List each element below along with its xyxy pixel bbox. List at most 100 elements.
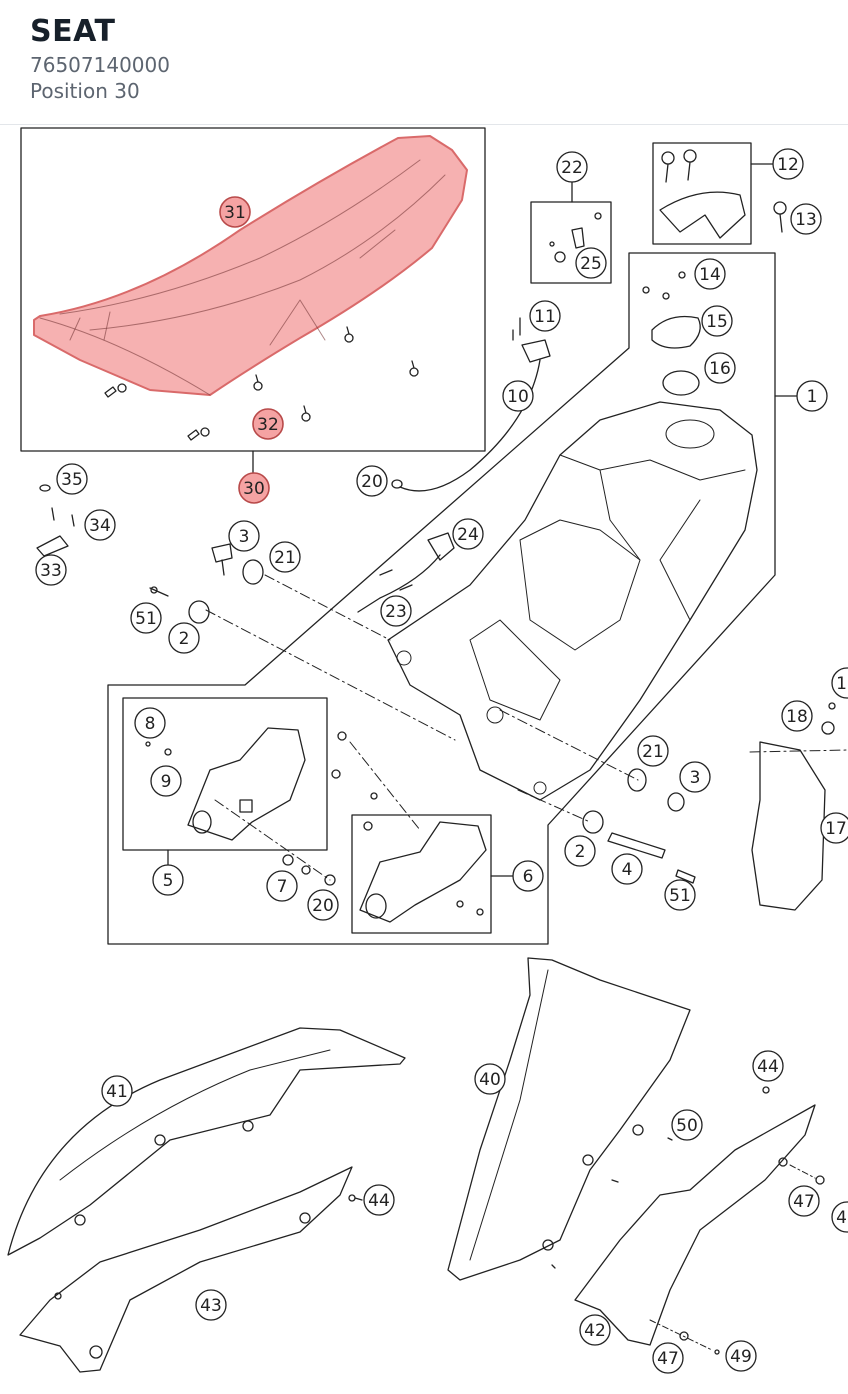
callout-2b[interactable]	[564, 835, 596, 867]
callout-47a[interactable]	[788, 1185, 820, 1217]
callout-13[interactable]	[790, 203, 822, 235]
tank-group-outline	[107, 252, 776, 945]
side-panel-43	[19, 1166, 353, 1373]
callout-10[interactable]	[502, 380, 534, 412]
callout-3a[interactable]	[228, 520, 260, 552]
callout-8[interactable]	[134, 707, 166, 739]
svg-text:5: 5	[163, 871, 174, 891]
callout-30[interactable]: 30	[238, 472, 270, 504]
callout-49[interactable]	[725, 1340, 757, 1372]
svg-text:15: 15	[706, 312, 728, 332]
callout-50[interactable]	[671, 1109, 703, 1141]
callout-33[interactable]	[35, 554, 67, 586]
callout-47c[interactable]	[831, 1201, 848, 1233]
seat-bolts	[104, 326, 419, 441]
part-5-box	[122, 697, 328, 851]
part-number: 76507140000	[30, 53, 170, 77]
svg-text:47: 47	[657, 1349, 679, 1369]
callout-3b[interactable]	[679, 761, 711, 793]
callout-4[interactable]	[611, 853, 643, 885]
svg-text:51: 51	[135, 609, 157, 629]
svg-text:2: 2	[179, 629, 190, 649]
callout-labels: 31 32 30	[35, 148, 848, 1374]
svg-text:2: 2	[575, 842, 586, 862]
svg-text:12: 12	[777, 155, 799, 175]
callout-34[interactable]	[84, 509, 116, 541]
svg-text:10: 10	[507, 387, 529, 407]
callout-6[interactable]	[512, 860, 544, 892]
svg-text:22: 22	[561, 158, 583, 178]
callout-21a[interactable]	[269, 541, 301, 573]
callout-18[interactable]	[781, 700, 813, 732]
seat-highlight[interactable]	[33, 135, 468, 396]
callout-44a[interactable]	[363, 1184, 395, 1216]
svg-text:14: 14	[699, 265, 721, 285]
callout-20a[interactable]	[356, 465, 388, 497]
svg-text:47: 47	[836, 1208, 848, 1228]
part-12-box	[652, 142, 752, 245]
callout-1[interactable]	[796, 380, 828, 412]
callout-23[interactable]	[380, 595, 412, 627]
callout-17[interactable]	[820, 812, 848, 844]
callout-51b[interactable]	[664, 879, 696, 911]
diagram-svg: 31 32 30	[7, 127, 848, 1374]
svg-text:34: 34	[89, 516, 111, 536]
callout-16[interactable]	[704, 352, 736, 384]
callout-24[interactable]	[452, 518, 484, 550]
side-panel-41	[7, 1027, 406, 1256]
callout-12[interactable]	[772, 148, 804, 180]
svg-text:16: 16	[709, 359, 731, 379]
fuel-cap-cover	[659, 191, 746, 239]
svg-text:21: 21	[642, 742, 664, 762]
part-6-box	[351, 814, 492, 934]
svg-text:19: 19	[836, 674, 848, 694]
svg-text:49: 49	[730, 1347, 752, 1367]
seat-contours	[39, 159, 446, 396]
breather-cable	[399, 359, 541, 492]
fuel-tank-details	[396, 419, 746, 795]
svg-text:31: 31	[224, 203, 246, 223]
callout-47b[interactable]	[652, 1342, 684, 1374]
callout-9[interactable]	[150, 765, 182, 797]
svg-text:7: 7	[277, 877, 288, 897]
assembly-lines	[205, 574, 848, 881]
callout-42[interactable]	[579, 1314, 611, 1346]
callout-51a[interactable]	[130, 602, 162, 634]
callout-19[interactable]	[831, 667, 848, 699]
side-panel-42	[574, 1104, 816, 1346]
callout-2a[interactable]	[168, 622, 200, 654]
callout-14[interactable]	[694, 258, 726, 290]
part-22-pin	[571, 227, 585, 249]
callout-32[interactable]: 32	[252, 408, 284, 440]
svg-text:4: 4	[622, 860, 633, 880]
o-ring	[662, 370, 700, 396]
callout-44b[interactable]	[752, 1050, 784, 1082]
svg-text:18: 18	[786, 707, 808, 727]
svg-text:50: 50	[676, 1116, 698, 1136]
svg-text:33: 33	[40, 561, 62, 581]
svg-text:3: 3	[690, 768, 701, 788]
callout-25[interactable]	[575, 247, 607, 279]
svg-text:43: 43	[200, 1296, 222, 1316]
spacer-tube	[607, 832, 666, 859]
callout-5[interactable]	[152, 864, 184, 896]
svg-text:21: 21	[274, 548, 296, 568]
callout-22[interactable]	[556, 151, 588, 183]
callout-40[interactable]	[474, 1063, 506, 1095]
part-22-box	[530, 201, 612, 284]
svg-text:24: 24	[457, 525, 479, 545]
callout-35[interactable]	[56, 463, 88, 495]
side-panel-40	[447, 957, 691, 1281]
callout-43[interactable]	[195, 1289, 227, 1321]
callout-11[interactable]	[529, 300, 561, 332]
svg-text:41: 41	[106, 1082, 128, 1102]
svg-text:47: 47	[793, 1192, 815, 1212]
callout-41[interactable]	[101, 1075, 133, 1107]
callout-20b[interactable]	[307, 889, 339, 921]
callout-21b[interactable]	[637, 735, 669, 767]
svg-text:35: 35	[61, 470, 83, 490]
callout-15[interactable]	[701, 305, 733, 337]
callout-31[interactable]: 31	[219, 196, 251, 228]
callout-7[interactable]	[266, 870, 298, 902]
svg-text:6: 6	[523, 867, 534, 887]
